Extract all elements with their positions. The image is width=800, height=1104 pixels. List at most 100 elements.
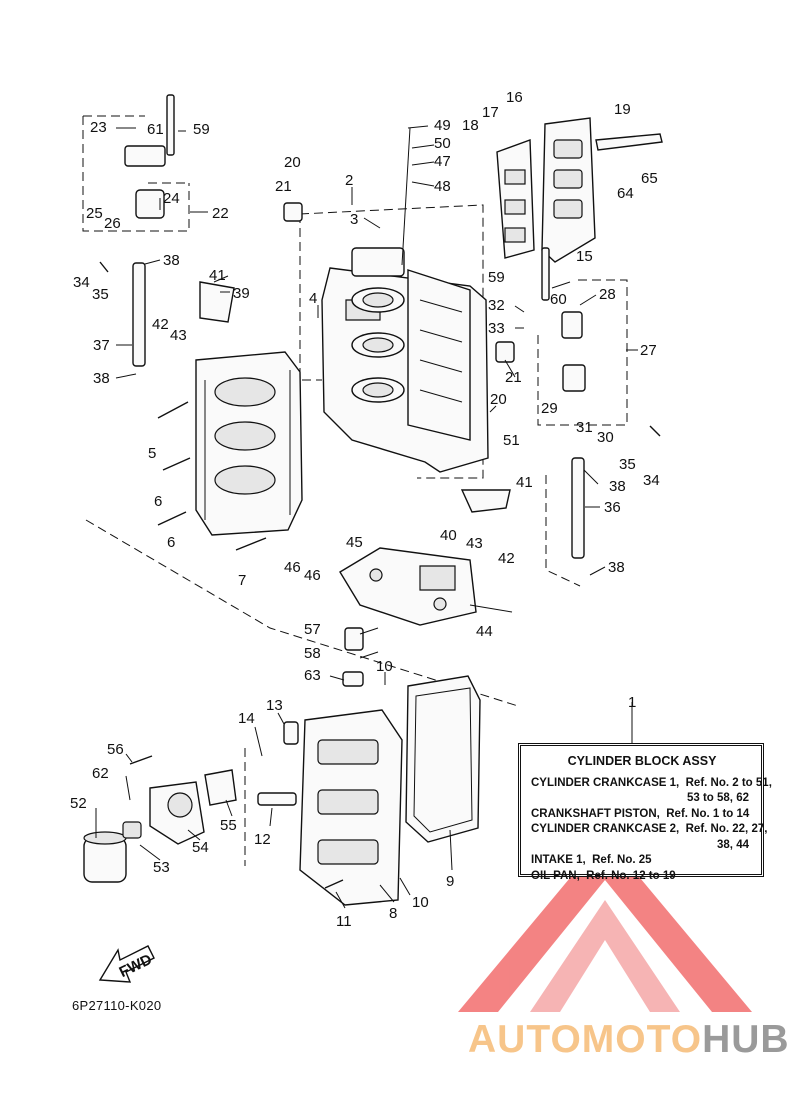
ref-line: 53 to 58, 62 — [686, 792, 749, 804]
ref-line: CRANKSHAFT PISTON, Ref. No. 1 to 14 — [531, 807, 750, 820]
diagram-code: 6P27110-K020 — [72, 998, 162, 1013]
callout: 18 — [462, 117, 479, 134]
ref-line: CYLINDER CRANKCASE 1, Ref. No. 2 to 51, — [531, 776, 772, 789]
callout: 2 — [345, 172, 353, 189]
callout: 36 — [604, 499, 621, 516]
callout: 20 — [284, 154, 301, 171]
callout-numbers: 23 61 59 17 16 19 49 18 50 47 48 20 21 2… — [70, 89, 660, 930]
callout: 31 — [576, 419, 593, 436]
callout: 54 — [192, 839, 209, 856]
callout: 6 — [154, 493, 162, 510]
callout: 27 — [640, 342, 657, 359]
callout: 33 — [488, 320, 505, 337]
callout: 8 — [389, 905, 397, 922]
callout: 21 — [275, 178, 292, 195]
lower-gasket — [339, 547, 477, 626]
callout: 41 — [209, 267, 226, 284]
callout: 39 — [233, 285, 250, 302]
oil-pan-assembly — [299, 675, 481, 906]
brand-part2: HUB — [702, 1018, 790, 1061]
bolts — [99, 261, 661, 889]
fwd-arrow-icon: FWD — [98, 945, 155, 983]
callout: 52 — [70, 795, 87, 812]
callout: 28 — [599, 286, 616, 303]
callout: 32 — [488, 297, 505, 314]
exhaust-cover — [496, 117, 596, 263]
callout: 25 — [86, 205, 103, 222]
callout: 29 — [541, 400, 558, 417]
callout: 43 — [466, 535, 483, 552]
ref-table-title: CYLINDER BLOCK ASSY — [567, 754, 717, 768]
crankcase-half — [195, 351, 303, 536]
callout: 60 — [550, 291, 567, 308]
callout: 55 — [220, 817, 237, 834]
callout: 10 — [376, 658, 393, 675]
callout: 49 — [434, 117, 451, 134]
callout: 47 — [434, 153, 451, 170]
callout: 64 — [617, 185, 634, 202]
callout: 4 — [309, 290, 317, 307]
callout: 12 — [254, 831, 271, 848]
callout: 15 — [576, 248, 593, 265]
callout: 11 — [336, 913, 352, 930]
callout: 46 — [284, 559, 301, 576]
callout: 23 — [90, 119, 107, 136]
callout: 38 — [163, 252, 180, 269]
ref-line: CYLINDER CRANKCASE 2, Ref. No. 22, 27, — [531, 823, 768, 835]
callout: 3 — [350, 211, 358, 228]
leader-lines — [95, 125, 638, 909]
callout: 16 — [506, 89, 523, 106]
callout: 17 — [482, 104, 499, 121]
callout: 61 — [147, 121, 164, 138]
small-parts — [124, 94, 663, 806]
callout: 59 — [488, 269, 505, 286]
callout: 41 — [516, 474, 533, 491]
callout: 42 — [152, 316, 169, 333]
callout: 34 — [73, 274, 90, 291]
callout: 45 — [346, 534, 363, 551]
callout: 43 — [170, 327, 187, 344]
dashed-group-outlines — [82, 115, 628, 866]
callout: 53 — [153, 859, 170, 876]
reference-table: CYLINDER BLOCK ASSY CYLINDER CRANKCASE 1… — [518, 743, 772, 882]
callout: 65 — [641, 170, 658, 187]
callout: 59 — [193, 121, 210, 138]
cylinder-block-main — [321, 247, 489, 473]
callout: 42 — [498, 550, 515, 567]
callout: 35 — [92, 286, 109, 303]
callout: 62 — [92, 765, 109, 782]
callout: 13 — [266, 697, 283, 714]
callout: 20 — [490, 391, 507, 408]
callout: 38 — [608, 559, 625, 576]
callout: 34 — [643, 472, 660, 489]
callout: 46 — [304, 567, 321, 584]
callout: 40 — [440, 527, 457, 544]
ref-line: 38, 44 — [717, 838, 749, 851]
callout: 63 — [304, 667, 321, 684]
callout: 48 — [434, 178, 451, 195]
oil-filter-assembly — [83, 769, 237, 883]
callout: 6 — [167, 534, 175, 551]
callout: 22 — [212, 205, 229, 222]
callout: 10 — [412, 894, 429, 911]
callout: 5 — [148, 445, 156, 462]
callout: 9 — [446, 873, 454, 890]
callout: 38 — [609, 478, 626, 495]
callout: 44 — [476, 623, 493, 640]
callout: 56 — [107, 741, 124, 758]
callout: 1 — [628, 694, 636, 711]
callout: 37 — [93, 337, 110, 354]
callout: 30 — [597, 429, 614, 446]
callout: 21 — [505, 369, 522, 386]
callout: 14 — [238, 710, 255, 727]
watermark-logo — [458, 836, 752, 1012]
callout: 51 — [503, 432, 520, 449]
callout: 50 — [434, 135, 451, 152]
callout: 38 — [93, 370, 110, 387]
watermark-brand: AUTOMOTOHUB — [468, 1018, 790, 1062]
ref-line: INTAKE 1, Ref. No. 25 — [531, 854, 652, 866]
brand-part1: AUTOMOTO — [468, 1018, 703, 1061]
callout: 35 — [619, 456, 636, 473]
callout: 19 — [614, 101, 631, 118]
